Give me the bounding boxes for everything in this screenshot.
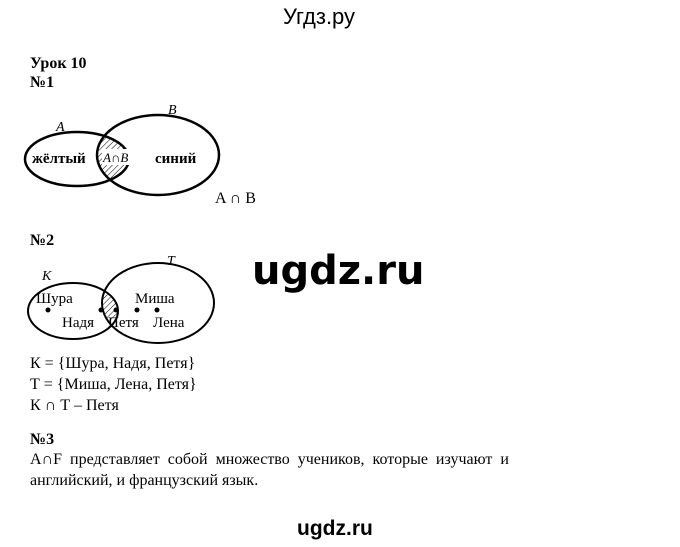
watermark: ugdz.ru (252, 248, 425, 294)
label-intersection: A∩B (102, 150, 128, 165)
name: Лена (153, 315, 185, 331)
task3-number: №3 (30, 431, 55, 448)
name: Надя (62, 315, 94, 331)
task2-number: №2 (30, 232, 55, 249)
element-dot (134, 307, 140, 313)
label-t: T (167, 254, 176, 269)
task1-answer: A ∩ B (215, 190, 256, 207)
venn-2: K T Шура Надя Петя Миша Лена (27, 254, 215, 344)
name: Петя (108, 315, 139, 331)
name: Шура (36, 291, 73, 307)
set-t-ellipse (101, 262, 215, 344)
set-t-line: Т = {Миша, Лена, Петя} (30, 376, 197, 393)
label-blue: синий (155, 151, 197, 167)
lesson-title: Урок 10 (30, 55, 87, 72)
set-b-ellipse (95, 113, 221, 197)
site-title: Угдз.ру (283, 4, 356, 29)
task3-line1: A∩F представляет собой множество ученико… (30, 451, 509, 468)
task1-number: №1 (30, 74, 55, 91)
footer-watermark: ugdz.ru (297, 517, 373, 540)
set-k-line: К = {Шура, Надя, Петя} (30, 355, 196, 372)
task3-line2: английский, и французский язык. (30, 472, 259, 489)
element-dot (45, 307, 51, 313)
label-yellow: жёлтый (32, 151, 86, 167)
label-b: B (168, 103, 177, 118)
label-k: K (41, 269, 52, 284)
element-dot (113, 307, 119, 313)
label-a: A (55, 120, 65, 135)
element-dot (98, 307, 104, 313)
intersection-line: К ∩ Т – Петя (30, 397, 119, 414)
venn-1: A B жёлтый A∩B синий (23, 103, 221, 197)
name: Миша (135, 291, 175, 307)
element-dot (154, 307, 160, 313)
